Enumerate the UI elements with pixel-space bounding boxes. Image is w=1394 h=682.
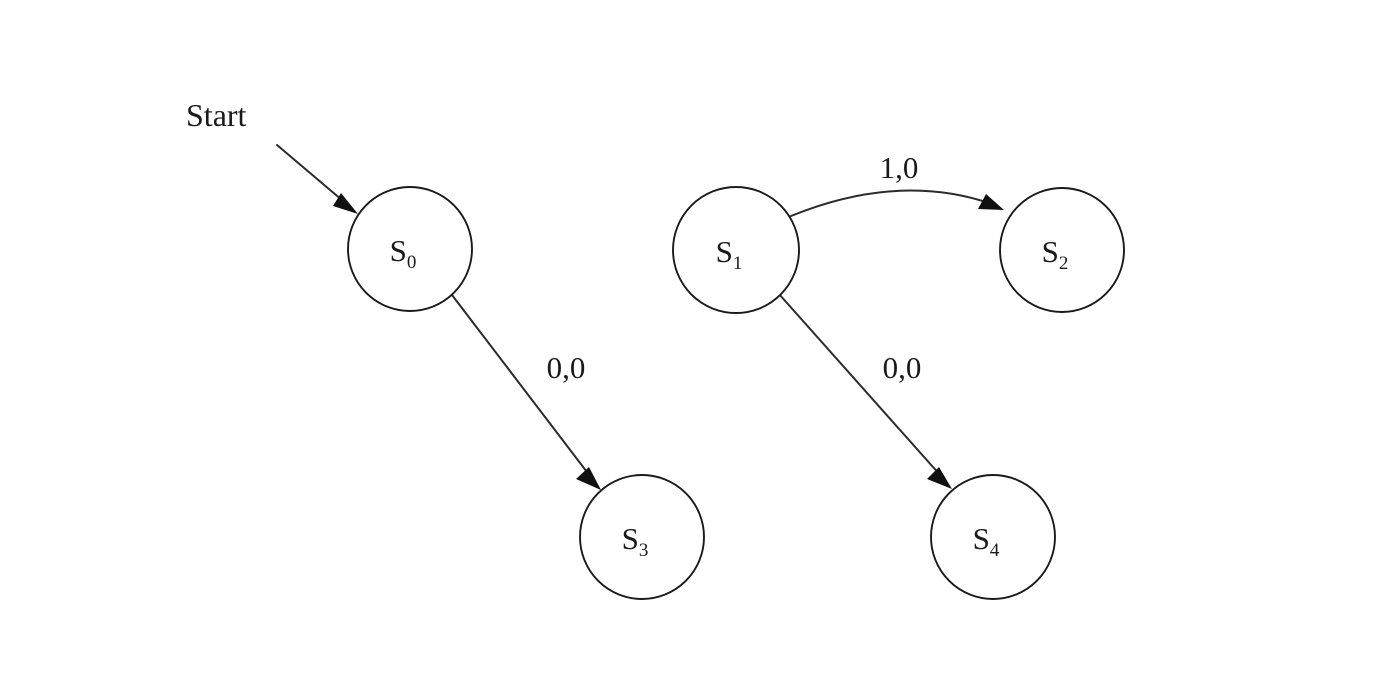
state-node-s1[interactable] [672,186,800,314]
state-label-s0-subscript: 0 [407,252,417,273]
transition-label-s1-s4: 0,0 [883,350,922,385]
state-label-s1-base: S [716,234,733,269]
state-label-s1-subscript: 1 [733,253,743,274]
state-label-s1: S1 [716,234,743,274]
start-arrow-group [276,144,358,214]
transition-line-s1-s4 [778,293,942,477]
state-label-s2-base: S [1042,234,1059,269]
transition-label-s1-s2: 1,0 [880,150,919,185]
arrow-head-icon-s2 [978,194,1004,210]
start-arrow-head-icon [333,193,358,214]
state-label-s2: S2 [1042,234,1069,274]
transition-s1-s2[interactable] [790,189,1004,217]
transition-curve-s1-s2 [790,189,993,217]
state-label-s3: S3 [622,521,649,561]
transition-label-s0-s3: 0,0 [547,350,586,385]
state-label-s3-subscript: 3 [639,540,649,561]
start-arrow-line [276,144,350,207]
transition-line-s0-s3 [451,294,591,477]
state-label-s3-base: S [622,521,639,556]
state-label-s0: S0 [390,233,417,273]
state-node-s4[interactable] [930,474,1056,600]
state-label-s2-subscript: 2 [1059,253,1069,274]
state-node-s0[interactable] [347,186,473,312]
transition-s1-s4[interactable] [778,293,952,489]
state-label-s4: S4 [973,521,1000,561]
state-label-s4-subscript: 4 [990,540,1000,561]
arrow-head-icon-s3 [576,467,601,490]
start-label: Start [186,97,247,133]
state-label-s0-base: S [390,233,407,268]
state-node-s2[interactable] [999,187,1125,313]
arrow-head-icon-s4 [927,467,952,489]
state-node-s3[interactable] [579,474,705,600]
state-label-s4-base: S [973,521,990,556]
transition-s0-s3[interactable] [451,294,601,490]
